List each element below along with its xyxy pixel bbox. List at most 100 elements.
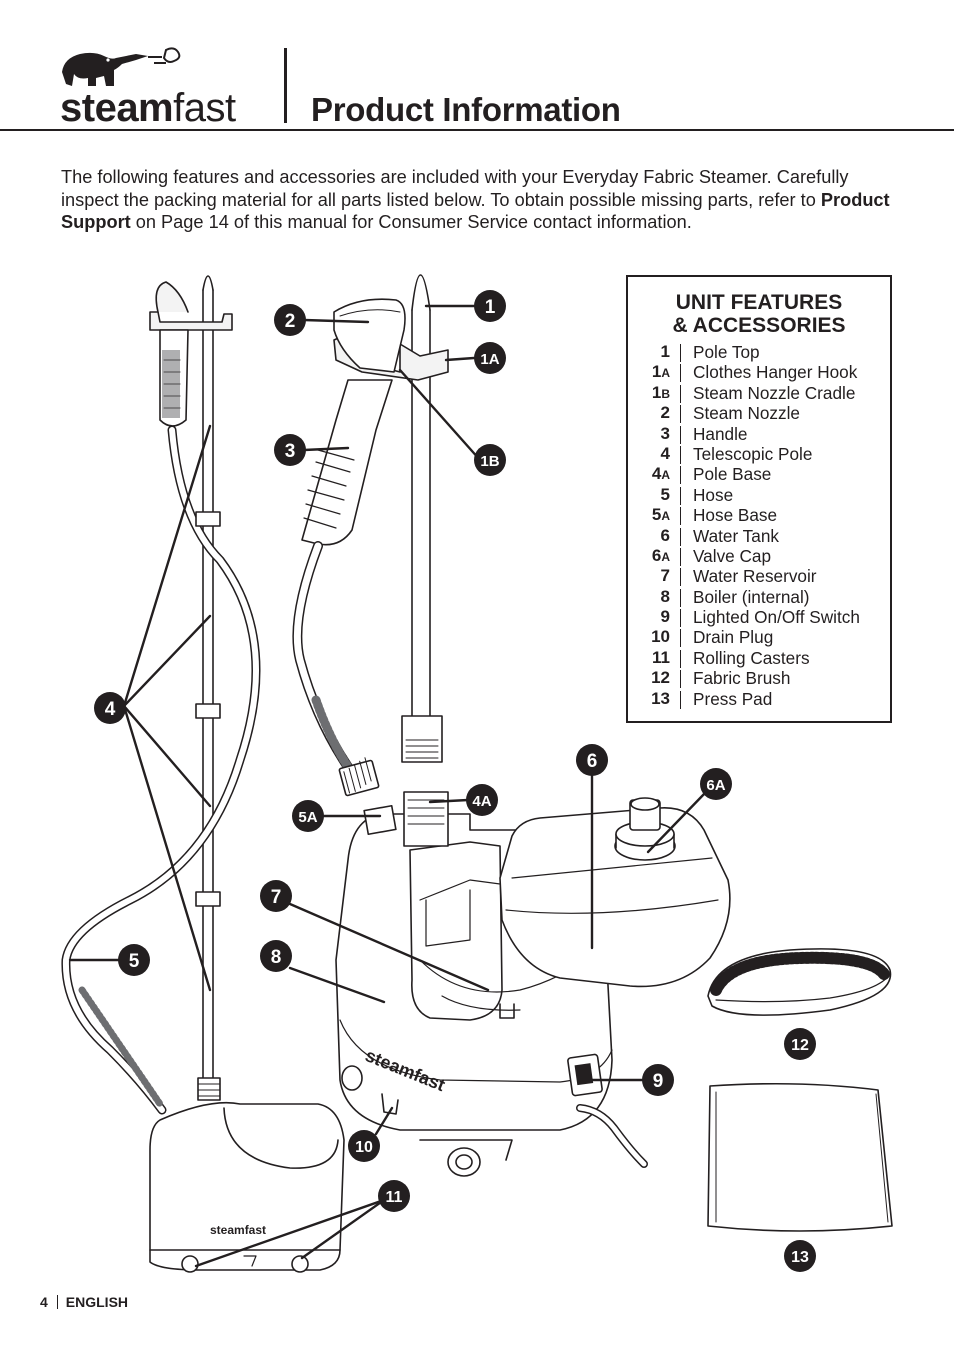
legend-item-number: 1	[660, 342, 670, 361]
legend-item-label: Valve Cap	[693, 545, 772, 566]
svg-text:6A: 6A	[706, 777, 725, 794]
logo-wordmark: steamfast	[60, 86, 236, 130]
legend-item-label: Hose	[693, 484, 734, 505]
legend-separator	[680, 547, 681, 566]
svg-text:8: 8	[271, 947, 282, 968]
svg-text:13: 13	[791, 1249, 809, 1266]
legend-item-label: Press Pad	[693, 688, 773, 709]
svg-text:10: 10	[355, 1139, 373, 1156]
header-rule	[0, 129, 954, 131]
callout-4a: 4A	[466, 784, 498, 816]
svg-text:6: 6	[587, 751, 598, 772]
legend-item-number: 9	[660, 607, 670, 627]
legend-item-number: 1B	[651, 382, 670, 402]
legend-item-number: 8	[660, 586, 670, 606]
legend-separator	[680, 425, 681, 444]
callout-7: 7	[260, 880, 292, 912]
legend-item-label: Steam Nozzle	[693, 403, 800, 424]
callout-5: 5	[118, 944, 150, 976]
legend-separator	[680, 670, 681, 689]
svg-text:1B: 1B	[480, 453, 499, 470]
legend-item-label: Fabric Brush	[693, 668, 791, 689]
callout-13: 13	[784, 1240, 816, 1272]
legend-item-number: 7	[660, 566, 670, 586]
legend-item-label: Telescopic Pole	[693, 443, 813, 464]
press-pad-illustration	[707, 1082, 893, 1232]
svg-text:11: 11	[386, 1189, 403, 1206]
legend-separator	[680, 507, 681, 526]
legend-separator	[680, 344, 681, 362]
legend-row: 7 Water Reservoir	[628, 566, 890, 587]
svg-text:1A: 1A	[480, 351, 499, 368]
language-label: ENGLISH	[65, 1294, 129, 1310]
legend-item-number: 10	[651, 627, 670, 647]
callout-3: 3	[274, 434, 306, 466]
svg-text:7: 7	[271, 887, 282, 908]
page-number: 4	[40, 1294, 48, 1310]
callout-5a: 5A	[292, 800, 324, 832]
legend-separator	[680, 588, 681, 607]
legend-item-label: Water Tank	[693, 525, 779, 546]
steamfast-logo: steamfast	[58, 44, 268, 128]
svg-text:3: 3	[285, 441, 296, 462]
legend-row: 2 Steam Nozzle	[628, 403, 890, 424]
intro-paragraph: The following features and accessories a…	[61, 167, 890, 232]
legend-item-number: 1A	[651, 362, 670, 382]
legend-item-label: Drain Plug	[693, 627, 774, 648]
svg-text:12: 12	[791, 1037, 809, 1054]
legend-row: 1 Pole Top	[628, 342, 890, 362]
legend-item-label: Steam Nozzle Cradle	[693, 382, 856, 403]
legend-row: 10 Drain Plug	[628, 627, 890, 648]
legend-item-number: 5A	[651, 505, 670, 525]
header-divider	[284, 48, 287, 123]
legend-item-label: Lighted On/Off Switch	[693, 607, 860, 628]
page-header: steamfast Product Information	[0, 0, 954, 132]
callout-11: 11	[378, 1180, 410, 1212]
legend-separator	[680, 527, 681, 546]
legend-separator	[680, 649, 681, 668]
legend-item-label: Rolling Casters	[693, 647, 810, 668]
legend-separator	[680, 466, 681, 485]
pole-top-detail	[292, 274, 449, 797]
footer-divider	[56, 1295, 58, 1309]
callout-8: 8	[260, 940, 292, 972]
small-unit-logo-text: steamfast	[210, 1223, 266, 1237]
legend-separator	[680, 568, 681, 587]
legend-row: 9 Lighted On/Off Switch	[628, 607, 890, 628]
legend-item-label: Pole Top	[693, 342, 760, 362]
callout-9: 9	[642, 1064, 674, 1096]
legend-separator	[680, 690, 681, 709]
callout-6: 6	[576, 744, 608, 776]
legend-item-number: 12	[651, 668, 670, 688]
fabric-brush-illustration	[707, 948, 892, 1016]
callout-4: 4	[94, 692, 126, 724]
legend-item-label: Water Reservoir	[693, 566, 817, 587]
page-title: Product Information	[311, 91, 621, 128]
legend-item-number: 5	[660, 484, 670, 504]
legend-item-number: 3	[660, 423, 670, 443]
callout-1a: 1A	[474, 342, 506, 374]
page-footer: 4 ENGLISH	[40, 1294, 128, 1310]
legend-item-number: 6A	[651, 545, 670, 565]
legend-item-number: 4A	[651, 464, 670, 484]
svg-text:4A: 4A	[472, 793, 491, 810]
legend-separator	[680, 445, 681, 464]
legend-item-number: 2	[660, 403, 670, 423]
svg-text:5A: 5A	[298, 809, 317, 826]
legend-row: 1A Clothes Hanger Hook	[628, 362, 890, 383]
svg-text:2: 2	[285, 311, 296, 332]
legend-separator	[680, 405, 681, 424]
legend-item-label: Clothes Hanger Hook	[693, 362, 858, 383]
legend-separator	[680, 384, 681, 403]
legend-separator	[680, 629, 681, 648]
legend-row: 5 Hose	[628, 485, 890, 505]
